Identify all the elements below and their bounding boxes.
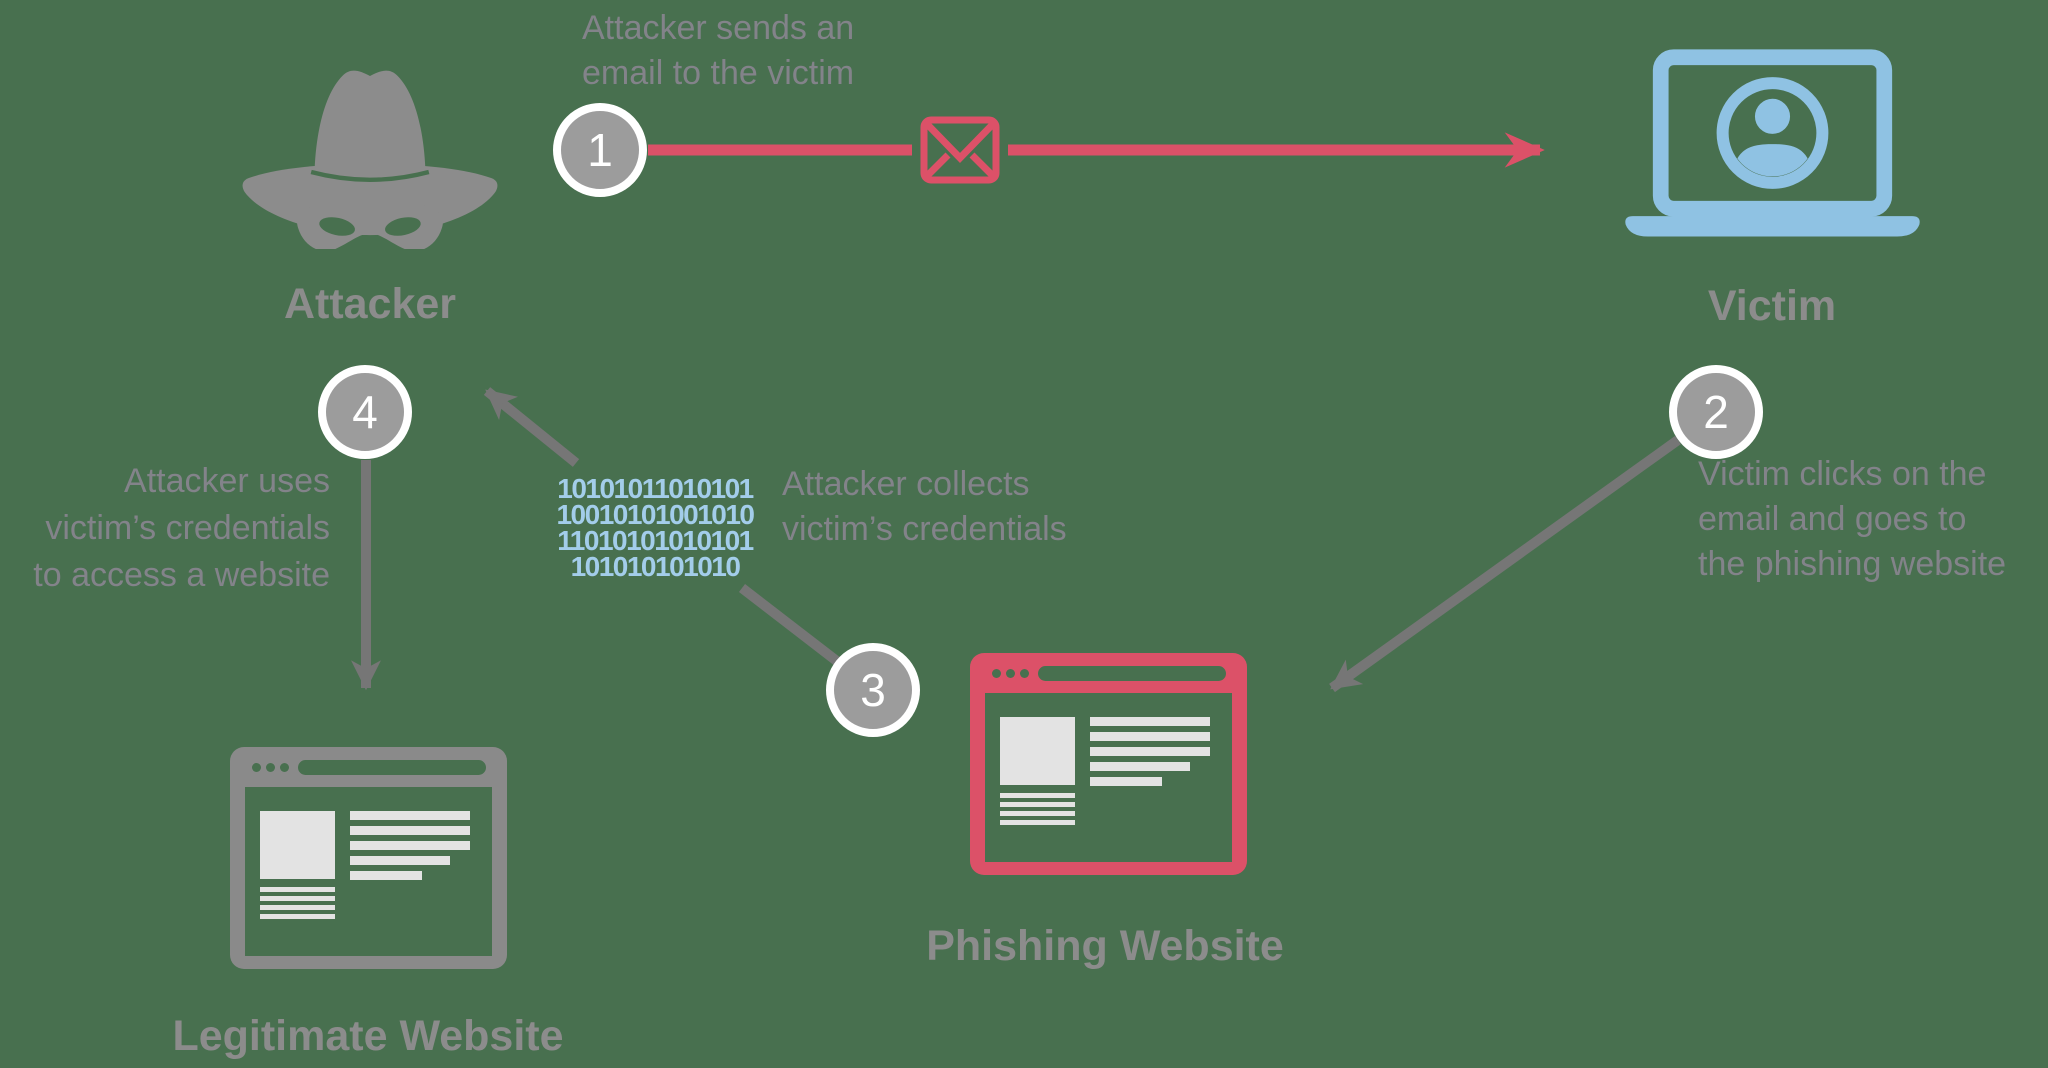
line-circle3-to-binary	[738, 584, 842, 666]
arrow-binary-to-attacker	[483, 387, 580, 467]
browser-dot-icon	[1006, 669, 1015, 678]
phishing-page-content	[985, 693, 1232, 862]
email-envelope-icon	[920, 116, 1000, 184]
phishing-browser-titlebar	[970, 653, 1247, 693]
legitimate-browser-frame	[230, 787, 507, 969]
step2-number: 2	[1703, 386, 1729, 438]
step1-circle: 1	[553, 103, 647, 197]
attacker-label: Attacker	[283, 280, 457, 328]
legitimate-website-label: Legitimate Website	[172, 1012, 564, 1060]
step2-caption: Victim clicks on the email and goes to t…	[1698, 455, 2007, 583]
step4-caption: Attacker uses victim’s credentials to ac…	[33, 462, 330, 594]
step2-circle: 2	[1669, 365, 1763, 459]
arrow-victim-to-phishing	[1329, 435, 1681, 693]
step1-number: 1	[587, 124, 613, 176]
browser-dot-icon	[992, 669, 1001, 678]
step3-caption: Attacker collects victim’s credentials	[782, 465, 1067, 548]
binary-credentials-data: 10101011010101 10010101001010 1101010101…	[556, 473, 755, 582]
victim-label: Victim	[1707, 282, 1837, 330]
step3-circle: 3	[826, 643, 920, 737]
victim-laptop-icon	[1625, 49, 1920, 237]
step3-number: 3	[860, 664, 886, 716]
phishing-website-label: Phishing Website	[926, 922, 1284, 970]
email-envelope-backdrop	[912, 110, 1008, 190]
step4-circle: 4	[318, 365, 412, 459]
legitimate-website-icon	[230, 747, 507, 969]
phishing-browser-frame	[970, 693, 1247, 875]
legitimate-browser-titlebar	[230, 747, 507, 787]
step4-number: 4	[352, 386, 378, 438]
browser-dot-icon	[280, 763, 289, 772]
browser-dot-icon	[1020, 669, 1029, 678]
browser-dot-icon	[252, 763, 261, 772]
legitimate-page-content	[245, 787, 492, 956]
browser-addressbar	[298, 760, 486, 775]
browser-dot-icon	[266, 763, 275, 772]
browser-addressbar	[1038, 666, 1226, 681]
attacker-spy-icon	[242, 70, 498, 249]
step1-caption: Attacker sends an email to the victim	[582, 9, 855, 92]
phishing-website-icon	[970, 653, 1247, 875]
